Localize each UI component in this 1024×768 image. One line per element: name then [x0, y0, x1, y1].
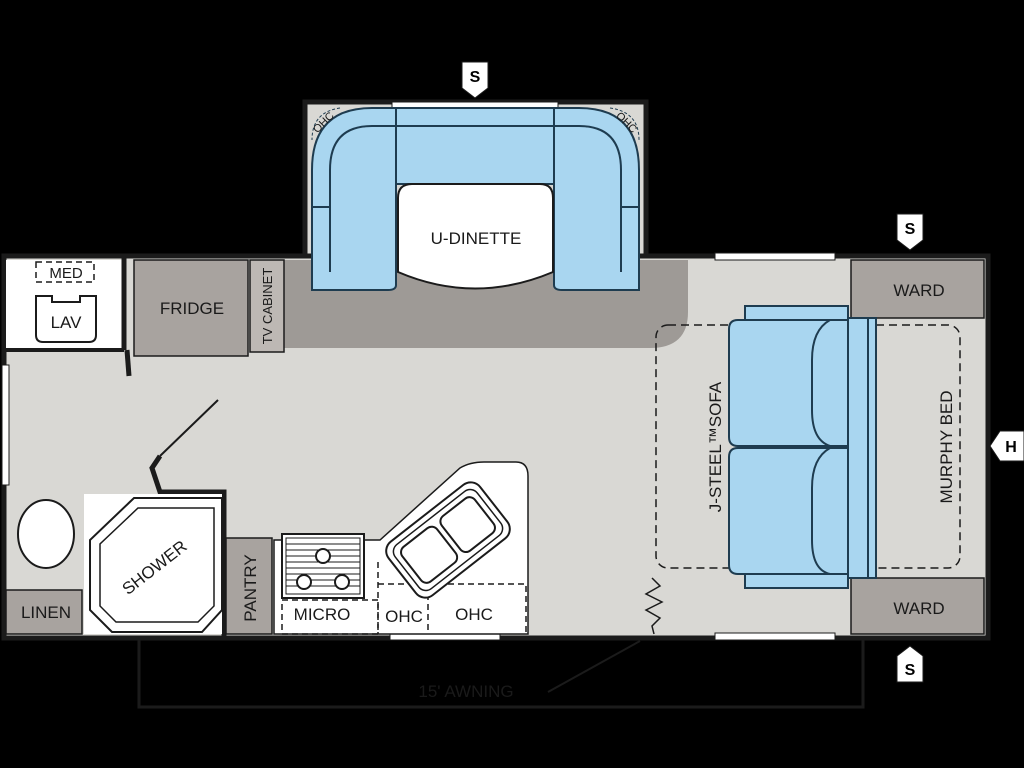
sofa-arm-top [744, 305, 849, 321]
window-top-right [714, 252, 836, 261]
awning-label: 15' AWNING [418, 682, 513, 701]
dinette-cushion-left [311, 107, 397, 291]
bath-door-swing [159, 399, 219, 457]
kitchen: PANTRY MICRO OHC OHC [225, 461, 529, 635]
u-dinette: U-DINETTE OHC OHC [311, 107, 640, 291]
speaker-top-label: S [470, 69, 481, 86]
micro-label: MICRO [294, 605, 351, 624]
lav-sink [35, 295, 97, 343]
sofa-back [847, 317, 877, 579]
dinette-inner-line-left [312, 125, 396, 208]
dinette-cushion-back [395, 107, 555, 185]
entry-door-spring [644, 577, 664, 635]
med-cabinet-dash [35, 261, 95, 283]
kitchen-sink [385, 481, 511, 599]
sofa-seam-top [811, 319, 831, 447]
linen-label: LINEN [21, 603, 71, 622]
sofa-murphy-bed: J-STEEL™SOFA MURPHY BED [655, 305, 961, 589]
shower-pan [89, 497, 223, 633]
heater-label: H [1005, 439, 1017, 456]
dinette-ohc-left-dash [311, 107, 341, 141]
speaker-marker-right-bottom: S [896, 645, 924, 683]
sofa-label: J-STEEL™SOFA [706, 381, 725, 512]
sofa-cushion-top [728, 319, 849, 447]
bath-door-jamb [124, 349, 132, 377]
speaker-right-top-label: S [905, 221, 916, 238]
speaker-marker-top: S [461, 61, 489, 99]
med-label: MED [49, 265, 83, 282]
lav-label: LAV [51, 313, 83, 332]
bath-lower: SHOWER LINEN [5, 399, 227, 636]
window-bottom-right [714, 632, 836, 641]
sofa-arm-bottom [744, 573, 849, 589]
burner-top [315, 548, 331, 564]
sofa-cushion-bottom [728, 447, 849, 575]
heater-marker: H [989, 430, 1024, 462]
toilet [17, 499, 75, 569]
bathroom: MED LAV [6, 258, 132, 377]
ohc-kitchen-left-label: OHC [385, 607, 423, 626]
u-dinette-label: U-DINETTE [431, 229, 522, 248]
dinette-inner-line-right [554, 125, 639, 208]
stove-grate-frame [285, 537, 361, 595]
ward-top [850, 259, 985, 319]
window-left [1, 364, 10, 486]
tv-cabinet-label: TV CABINET [260, 268, 275, 345]
dinette-cushion-right [553, 107, 640, 291]
awning-leader [547, 640, 641, 693]
ohc-kitchen-right-label: OHC [455, 605, 493, 624]
stove [281, 533, 365, 599]
sofa-seam-bottom [811, 447, 831, 575]
burner-left [296, 574, 312, 590]
ward-bottom-label: WARD [893, 599, 944, 618]
fridge [133, 259, 249, 357]
speaker-right-bottom-label: S [905, 662, 916, 679]
burner-right [334, 574, 350, 590]
shower-wall [149, 454, 227, 636]
shower-pan-inner [99, 507, 215, 623]
linen [5, 589, 83, 635]
pantry [225, 537, 273, 635]
pantry-label: PANTRY [241, 554, 260, 621]
tv-cabinet [249, 259, 285, 353]
fridge-label: FRIDGE [160, 299, 224, 318]
dinette-table [397, 183, 554, 290]
murphy-bed-label: MURPHY BED [937, 390, 956, 503]
ward-top-label: WARD [893, 281, 944, 300]
awning-outline [137, 640, 865, 709]
speaker-marker-right-top: S [896, 213, 924, 251]
ohc-kitchen-dash [378, 583, 527, 634]
ward-bottom [850, 577, 985, 635]
